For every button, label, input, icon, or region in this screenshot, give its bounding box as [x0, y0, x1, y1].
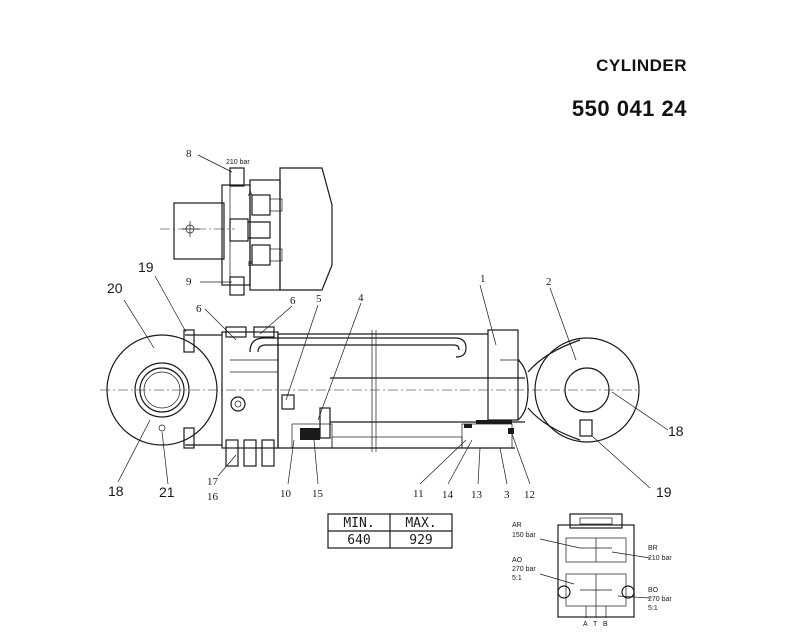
callout-5: 5: [316, 293, 322, 305]
callout-20: 20: [107, 280, 123, 296]
callout-14: 14: [442, 489, 454, 501]
port-t: T: [593, 621, 598, 628]
callout-16: 16: [207, 491, 219, 503]
cylinder-assembly: [100, 326, 640, 467]
ar-label: AR: [512, 522, 522, 529]
leader-lines: [117, 154, 669, 489]
min-value: 640: [347, 533, 370, 548]
callout-15: 15: [312, 488, 324, 500]
port-a-label: A: [248, 191, 253, 198]
ao-ratio: 5:1: [512, 575, 522, 582]
hydraulic-schematic: AR 150 bar BR 210 bar AO 270 bar 5:1 BO …: [512, 513, 672, 628]
callout-4: 4: [358, 292, 364, 304]
callout-6-left: 6: [196, 303, 202, 315]
part-number: 550 041 24: [571, 96, 687, 121]
min-label: MIN.: [343, 516, 374, 531]
max-label: MAX.: [405, 516, 436, 531]
br-pressure: 210 bar: [648, 555, 672, 562]
callout-9: 9: [186, 276, 192, 288]
port-b: B: [603, 621, 608, 628]
callout-18-right: 18: [668, 423, 684, 439]
drawing-title: CYLINDER: [596, 56, 687, 75]
bo-label: BO: [648, 587, 659, 594]
callout-10: 10: [280, 488, 292, 500]
ao-pressure: 270 bar: [512, 566, 536, 573]
callout-18-left: 18: [108, 483, 124, 499]
callout-6-right: 6: [290, 295, 296, 307]
br-label: BR: [648, 545, 658, 552]
callout-numbers: 1 2 3 4 5 6 6 8 9 10 11 12 13 14 15 16 1…: [107, 148, 684, 503]
callout-3: 3: [504, 489, 510, 501]
callout-8: 8: [186, 148, 192, 160]
valve-pressure-label: 210 bar: [226, 159, 250, 166]
port-a: A: [583, 621, 588, 628]
bo-pressure: 270 bar: [648, 596, 672, 603]
callout-12: 12: [524, 489, 535, 501]
callout-21: 21: [159, 484, 175, 500]
callout-13: 13: [471, 489, 483, 501]
length-table: MIN. MAX. 640 929: [327, 513, 453, 549]
ao-label: AO: [512, 557, 523, 564]
bo-ratio: 5:1: [648, 605, 658, 612]
valve-block-top-view: 210 bar A B: [160, 159, 333, 296]
callout-19-bottom: 19: [656, 484, 672, 500]
callout-11: 11: [413, 488, 424, 500]
callout-19-top: 19: [138, 259, 154, 275]
ar-pressure: 150 bar: [512, 532, 536, 539]
callout-17: 17: [207, 476, 219, 488]
callout-1: 1: [480, 273, 486, 285]
callout-2: 2: [546, 276, 552, 288]
max-value: 929: [409, 533, 432, 548]
port-b-label: B: [248, 261, 253, 268]
